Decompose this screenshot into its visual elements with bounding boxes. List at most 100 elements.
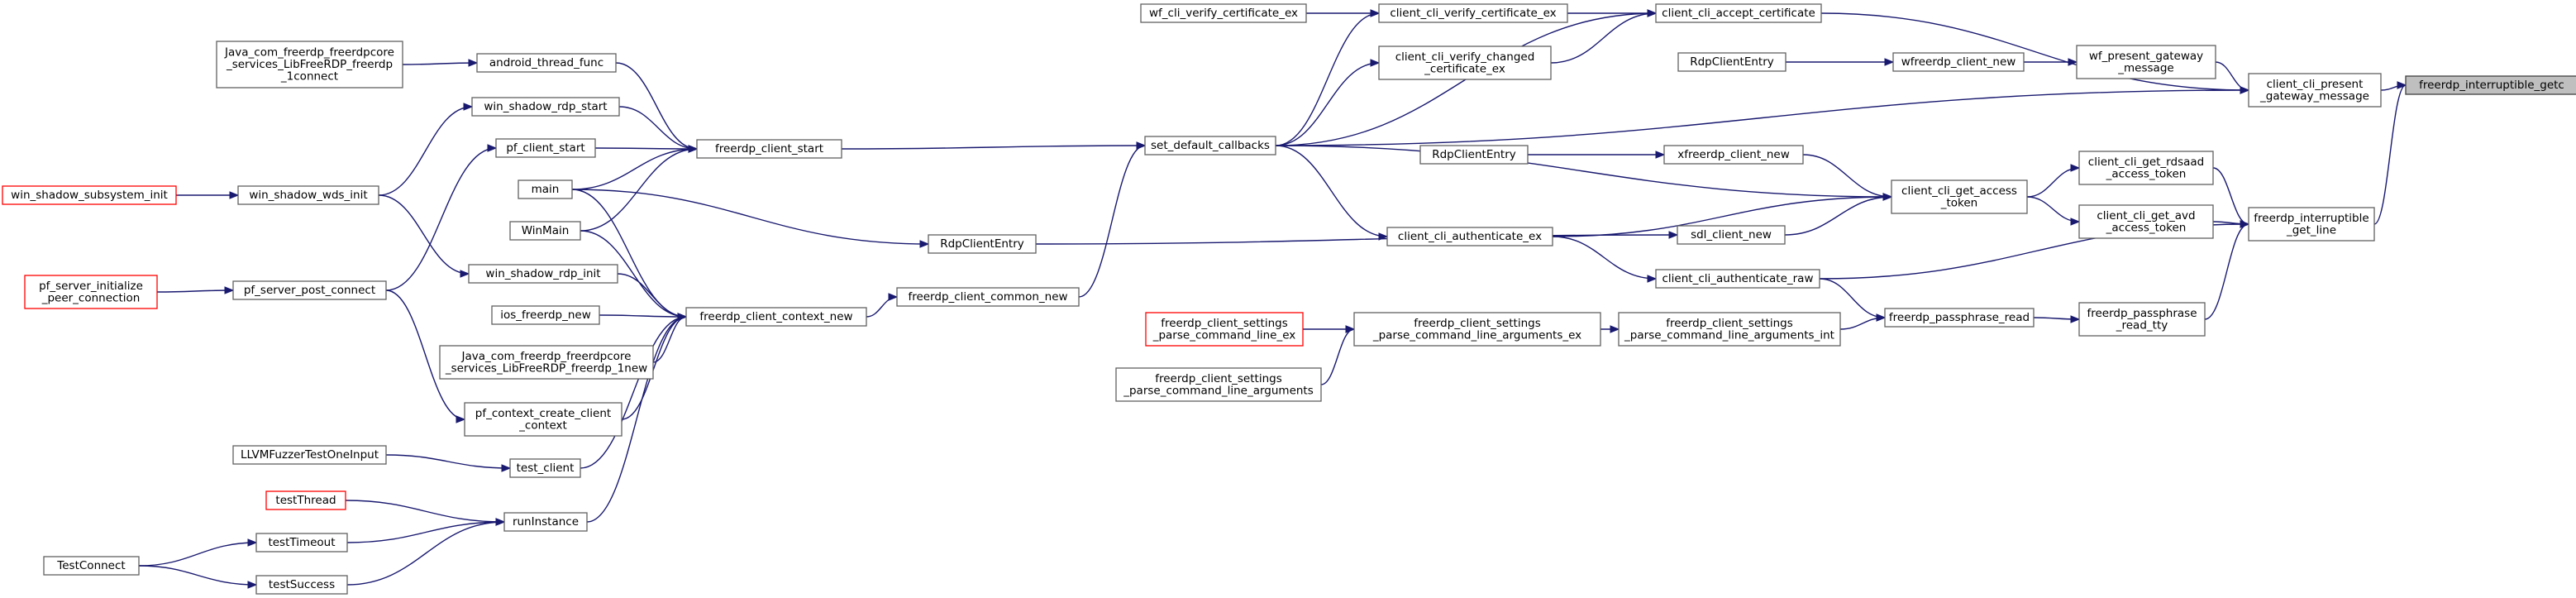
node-box: [509, 221, 581, 241]
node-rdp-entry-2[interactable]: RdpClientEntry: [1419, 145, 1529, 165]
node-label: client_cli_get_access: [1901, 184, 2017, 198]
node-test-thread[interactable]: testThread: [265, 490, 346, 510]
node-pass-tty[interactable]: freerdp_passphrase_read_tty: [2078, 302, 2206, 337]
node-ios-new[interactable]: ios_freerdp_new: [491, 305, 600, 325]
node-test-timeout[interactable]: testTimeout: [255, 533, 348, 553]
node-parse-ex[interactable]: freerdp_client_settings_parse_command_li…: [1353, 312, 1601, 347]
node-rdp-entry-1[interactable]: RdpClientEntry: [1677, 52, 1787, 72]
node-auth-raw[interactable]: client_cli_authenticate_raw: [1655, 269, 1820, 289]
node-label: android_thread_func: [489, 56, 603, 69]
node-rdsaad[interactable]: client_cli_get_rdsaad_access_token: [2078, 151, 2214, 185]
node-label: _access_token: [2106, 221, 2187, 234]
node-pass-read[interactable]: freerdp_passphrase_read: [1884, 308, 2035, 328]
node-label: win_shadow_rdp_init: [485, 267, 600, 280]
node-pf-ctx-create[interactable]: pf_context_create_client_context: [464, 402, 623, 437]
node-parse-args[interactable]: freerdp_client_settings_parse_command_li…: [1115, 367, 1322, 402]
node-xfreerdp-new[interactable]: xfreerdp_client_new: [1663, 145, 1804, 165]
node-auth-ex[interactable]: client_cli_authenticate_ex: [1386, 227, 1553, 246]
call-edge-llvm_fuzzer-to-test_client: [385, 454, 511, 469]
node-box: [265, 490, 346, 510]
node-wf-present-gw[interactable]: wf_present_gateway_message: [2076, 45, 2216, 79]
node-box: [1663, 145, 1804, 165]
call-edge-test_timeout-to-run_instance: [346, 521, 505, 543]
node-label: ios_freerdp_new: [500, 309, 591, 322]
call-edge-winmain-to-ctx_new: [580, 230, 687, 318]
node-verify-cert-ex[interactable]: client_cli_verify_certificate_ex: [1378, 3, 1568, 23]
arrowhead-icon: [229, 191, 240, 199]
node-win-subsys-init[interactable]: win_shadow_subsystem_init: [2, 185, 177, 205]
node-label: pf_client_start: [506, 141, 584, 155]
node-parse-int[interactable]: freerdp_client_settings_parse_command_li…: [1618, 312, 1841, 347]
arrowhead-icon: [888, 293, 899, 301]
node-get-avd[interactable]: client_cli_get_avd_access_token: [2078, 204, 2214, 239]
node-test-connect[interactable]: TestConnect: [43, 556, 140, 576]
arrowhead-icon: [1370, 9, 1381, 17]
node-get-access[interactable]: client_cli_get_access_token: [1891, 179, 2028, 214]
node-common-new[interactable]: freerdp_client_common_new: [896, 287, 1080, 307]
node-label: _certificate_ex: [1424, 62, 1505, 75]
node-set-cb[interactable]: set_default_callbacks: [1144, 136, 1276, 155]
node-label: client_cli_present: [2267, 78, 2364, 91]
call-edge-win_wds_init-to-win_rdp_init: [378, 194, 470, 275]
node-llvm-fuzzer[interactable]: LLVMFuzzerTestOneInput: [232, 445, 387, 465]
node-fc-start[interactable]: freerdp_client_start: [696, 139, 842, 159]
node-pf-client-start[interactable]: pf_client_start: [495, 138, 596, 158]
node-box: [503, 512, 588, 532]
node-android-thread[interactable]: android_thread_func: [476, 53, 617, 73]
node-box: [696, 139, 842, 159]
arrowhead-icon: [247, 581, 258, 589]
node-box: [1891, 179, 2028, 214]
node-main[interactable]: main: [518, 179, 573, 199]
node-win-rdp-start[interactable]: win_shadow_rdp_start: [471, 97, 620, 117]
node-label: _parse_command_line_arguments_ex: [1372, 328, 1581, 342]
node-pf-init-peer[interactable]: pf_server_initialize_peer_connection: [24, 275, 158, 309]
node-label: main: [532, 183, 560, 196]
node-win-wds-init[interactable]: win_shadow_wds_init: [237, 185, 379, 205]
arrowhead-icon: [224, 286, 235, 294]
arrowhead-icon: [919, 240, 930, 248]
node-label: _parse_command_line_ex: [1152, 328, 1296, 342]
call-edge-common_new-to-set_cb: [1078, 145, 1146, 298]
node-java-new[interactable]: Java_com_freerdp_freerdpcore_services_Li…: [439, 345, 654, 380]
node-box: [232, 445, 387, 465]
node-parse-line-ex[interactable]: freerdp_client_settings_parse_command_li…: [1145, 312, 1304, 347]
node-label: freerdp_interruptible: [2254, 212, 2368, 225]
node-get-line[interactable]: freerdp_interruptible_get_line: [2248, 207, 2375, 242]
node-box: [471, 97, 620, 117]
node-box: [1618, 312, 1841, 347]
node-verify-changed[interactable]: client_cli_verify_changed_certificate_ex: [1378, 45, 1552, 80]
node-box: [237, 185, 379, 205]
node-sdl-new[interactable]: sdl_client_new: [1677, 225, 1786, 245]
arrowhead-icon: [1647, 9, 1658, 17]
node-box: [43, 556, 140, 576]
node-run-instance[interactable]: runInstance: [503, 512, 588, 532]
node-present-gw[interactable]: client_cli_present_gateway_message: [2248, 73, 2382, 108]
node-label: freerdp_client_common_new: [908, 290, 1067, 304]
node-box: [2248, 73, 2382, 108]
node-test-success[interactable]: testSuccess: [255, 575, 348, 595]
node-getc[interactable]: freerdp_interruptible_getc: [2405, 75, 2576, 95]
call-graph-nodes: freerdp_interruptible_getc client_cli_pre…: [2, 3, 2576, 595]
node-label: client_cli_verify_changed: [1395, 50, 1535, 64]
node-label: wfreerdp_client_new: [1901, 55, 2016, 69]
arrowhead-icon: [460, 270, 470, 278]
node-box: [1884, 308, 2035, 328]
node-wfreerdp-new[interactable]: wfreerdp_client_new: [1892, 52, 2025, 72]
node-wf-verify[interactable]: wf_cli_verify_certificate_ex: [1140, 3, 1307, 23]
node-label: pf_server_initialize: [39, 280, 143, 293]
node-win-rdp-init[interactable]: win_shadow_rdp_init: [468, 264, 618, 284]
node-label: sdl_client_new: [1691, 228, 1772, 242]
call-edge-pf_init_peer-to-pf_post_connect: [156, 289, 234, 293]
node-test-client[interactable]: test_client: [509, 458, 581, 478]
node-box: [1655, 3, 1822, 23]
node-rdp-entry-3[interactable]: RdpClientEntry: [928, 234, 1037, 254]
node-winmain[interactable]: WinMain: [509, 221, 581, 241]
arrowhead-icon: [1370, 59, 1381, 67]
node-accept-cert[interactable]: client_cli_accept_certificate: [1655, 3, 1822, 23]
node-pf-post-connect[interactable]: pf_server_post_connect: [232, 280, 387, 300]
node-label: testTimeout: [268, 536, 335, 549]
node-ctx-new[interactable]: freerdp_client_context_new: [685, 307, 867, 327]
node-label: freerdp_client_settings: [1161, 317, 1287, 330]
node-java-connect[interactable]: Java_com_freerdp_freerdpcore_services_Li…: [216, 41, 403, 89]
